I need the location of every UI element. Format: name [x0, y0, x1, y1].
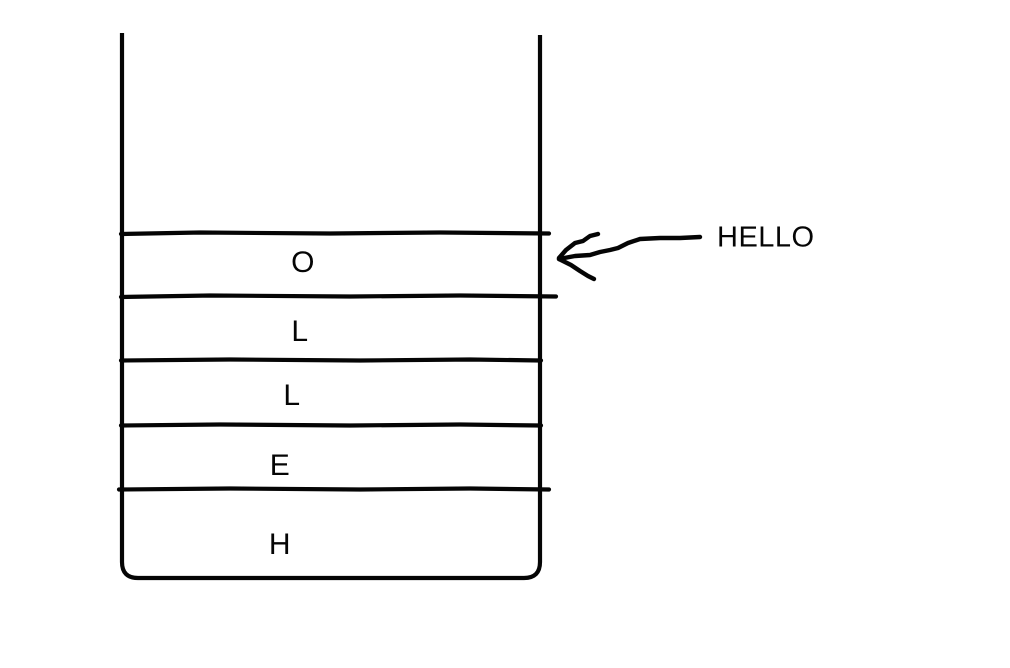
stack-divider-line [118, 230, 552, 237]
stack-divider-line [118, 357, 544, 363]
stack-cell-label-1: L [291, 315, 309, 348]
annotation-arrow-icon [556, 231, 703, 282]
stack-cell-label-2: L [283, 379, 301, 412]
annotation-label: HELLO [717, 221, 815, 254]
stack-cell-label-4: H [268, 528, 292, 561]
stack-cell-label-0: O [291, 246, 315, 279]
stack-divider-line [118, 293, 559, 300]
stack-divider-line [118, 422, 544, 428]
stack-divider-line [116, 486, 552, 492]
stack-container-outline [119, 33, 543, 581]
stack-cell-label-3: E [269, 449, 291, 482]
